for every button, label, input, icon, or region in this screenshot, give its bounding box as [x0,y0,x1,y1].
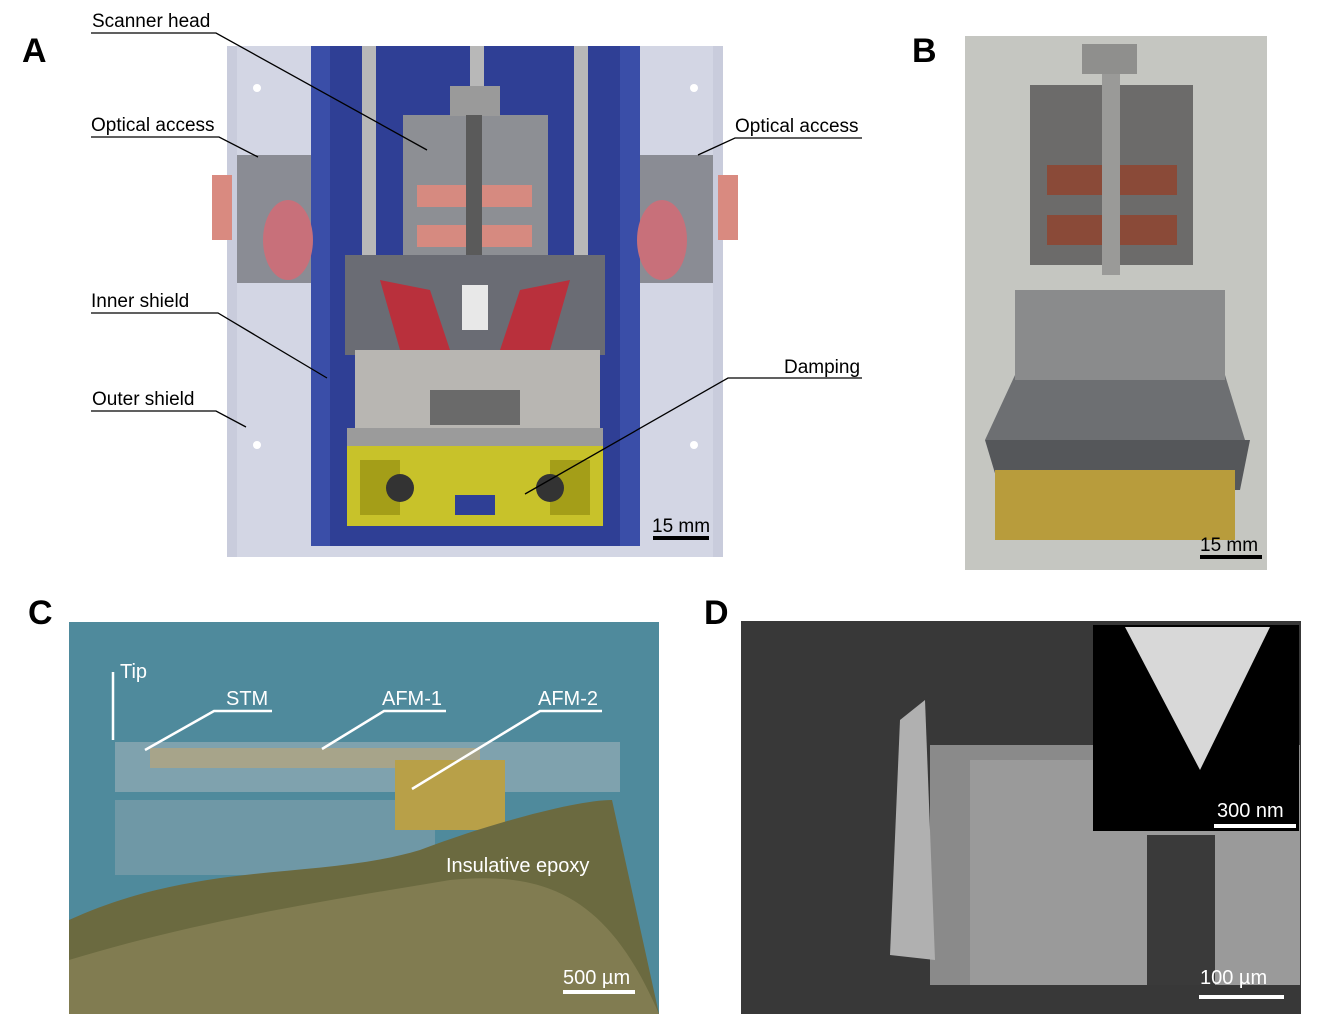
panel-a-cad-drawing [91,32,862,557]
label-optical-access-right: Optical access [735,116,859,137]
label-stm: STM [226,688,269,710]
panel-a-letter: A [22,32,47,70]
panel-b-photo [965,36,1267,570]
panel-d-sem-image [741,621,1301,1014]
panel-b-letter: B [912,32,937,70]
label-outer-shield: Outer shield [92,389,195,410]
panel-c-scale-bar: 500 µm [563,967,631,989]
label-inner-shield: Inner shield [91,291,190,312]
panel-c-photo [69,622,659,1014]
panel-a-scale-bar: 15 mm [652,516,711,537]
panel-d-letter: D [704,594,729,632]
label-afm-1: AFM-1 [382,688,442,710]
label-damping: Damping [784,357,861,378]
label-afm-2: AFM-2 [538,688,598,710]
label-insulative-epoxy: Insulative epoxy [446,855,590,877]
label-optical-access-left: Optical access [91,115,215,136]
inset-scale-bar: 300 nm [1217,800,1284,822]
panel-d-scale-bar: 100 µm [1200,967,1268,989]
label-tip: Tip [120,661,148,683]
panel-b-scale-bar: 15 mm [1200,535,1259,556]
label-scanner-head: Scanner head [92,11,211,32]
panel-c-letter: C [28,594,53,632]
